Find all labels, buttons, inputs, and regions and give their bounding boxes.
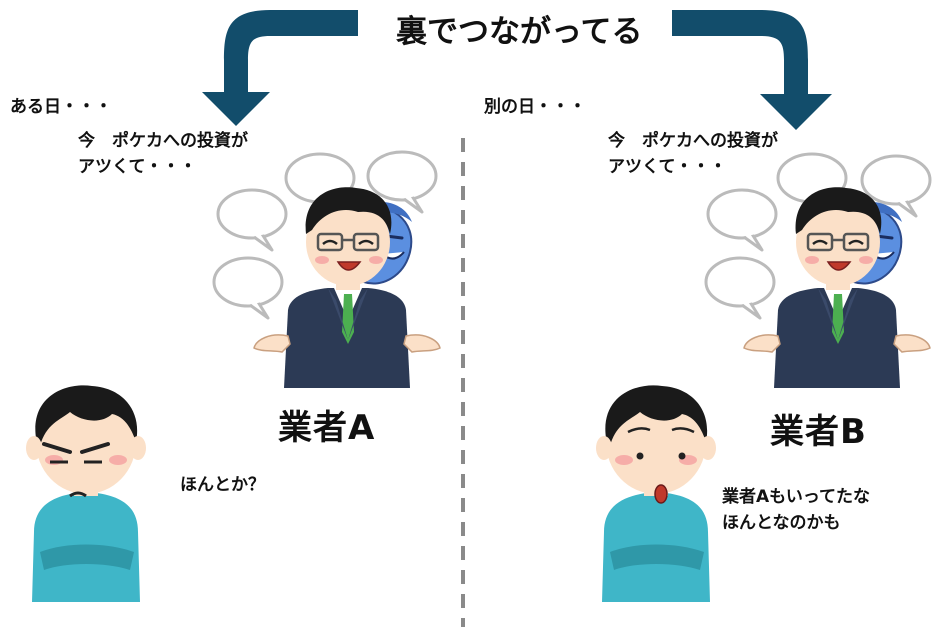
- right-reaction-line-2: ほんとなのかも: [722, 513, 841, 533]
- right-speech-line-1: 今 ポケカへの投資が: [608, 131, 778, 151]
- left-narration: ある日・・・: [10, 97, 112, 117]
- left-speech-line-2: アツくて・・・: [78, 157, 197, 177]
- left-speech-line-1: 今 ポケカへの投資が: [78, 131, 248, 151]
- left-reaction: ほんとか？: [180, 475, 265, 495]
- right-reaction: 業者Aもいってたな ほんとなのかも: [722, 484, 870, 536]
- vendor-a-label: 業者A: [278, 408, 376, 448]
- skeptical-man-figure: [26, 385, 146, 602]
- right-reaction-line-1: 業者Aもいってたな: [722, 487, 870, 507]
- left-speech-text: 今 ポケカへの投資が アツくて・・・: [78, 128, 248, 180]
- right-narration: 別の日・・・: [484, 97, 586, 117]
- right-speech-line-2: アツくて・・・: [608, 157, 727, 177]
- right-speech-text: 今 ポケカへの投資が アツくて・・・: [608, 128, 778, 180]
- vendor-b-label: 業者B: [770, 412, 867, 452]
- left-arrow: [202, 10, 358, 126]
- surprised-man-figure: [596, 385, 716, 602]
- title: 裏でつながってる: [396, 14, 643, 50]
- right-arrow: [672, 10, 832, 130]
